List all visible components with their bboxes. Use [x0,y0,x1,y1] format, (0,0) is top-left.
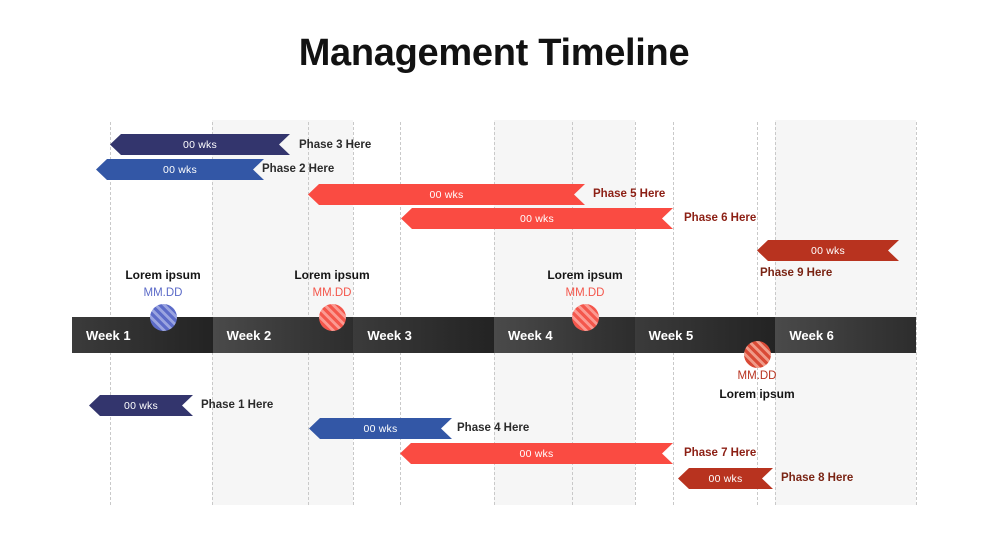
phase-bar-9[interactable]: 00 wks [678,468,773,489]
milestone-date-2: MM.DD [312,287,352,299]
phase-label-6: Phase 1 Here [201,399,274,411]
phase-bar-6[interactable]: 00 wks [89,395,193,416]
phase-bar-7[interactable]: 00 wks [309,418,452,439]
axis-week-6: Week 6 [775,317,916,353]
phase-bar-4[interactable]: 00 wks [401,208,673,229]
phase-label-4: Phase 6 Here [684,212,757,224]
page-title: Management Timeline [298,32,690,74]
phase-label-7: Phase 4 Here [457,422,530,434]
axis-week-3: Week 3 [353,317,494,353]
milestone-title-1: Lorem ipsum [125,268,201,282]
guide-line-8 [635,122,636,505]
guide-line-3 [308,122,309,505]
column-band-3 [775,120,916,505]
milestone-title-2: Lorem ipsum [294,268,370,282]
phase-label-1: Phase 3 Here [299,139,372,151]
milestone-dot-icon-3[interactable] [572,304,599,331]
guide-line-1 [110,122,111,505]
phase-label-9: Phase 8 Here [781,472,854,484]
axis-week-4: Week 4 [494,317,635,353]
milestone-date-4: MM.DD [737,370,777,382]
guide-line-9 [673,122,674,505]
guide-line-5 [400,122,401,505]
milestone-date-1: MM.DD [143,287,183,299]
phase-label-3: Phase 5 Here [593,188,666,200]
milestone-title-4: Lorem ipsum [719,387,795,401]
guide-line-4 [353,122,354,505]
axis-week-1: Week 1 [72,317,213,353]
phase-label-5: Phase 9 Here [760,267,833,279]
phase-bar-8[interactable]: 00 wks [400,443,673,464]
axis-week-2: Week 2 [212,317,354,353]
phase-bar-1[interactable]: 00 wks [110,134,290,155]
phase-bar-5[interactable]: 00 wks [757,240,899,261]
milestone-dot-icon-1[interactable] [150,304,177,331]
phase-bar-2[interactable]: 00 wks [96,159,264,180]
phase-label-2: Phase 2 Here [262,163,335,175]
milestone-date-3: MM.DD [565,287,605,299]
guide-line-12 [916,122,917,505]
guide-line-11 [775,122,776,505]
guide-line-6 [494,122,495,505]
phase-label-8: Phase 7 Here [684,447,757,459]
milestone-dot-icon-4[interactable] [744,341,771,368]
phase-bar-3[interactable]: 00 wks [308,184,585,205]
guide-line-2 [212,122,213,505]
milestone-dot-icon-2[interactable] [319,304,346,331]
guide-line-10 [757,122,758,505]
milestone-title-3: Lorem ipsum [547,268,623,282]
